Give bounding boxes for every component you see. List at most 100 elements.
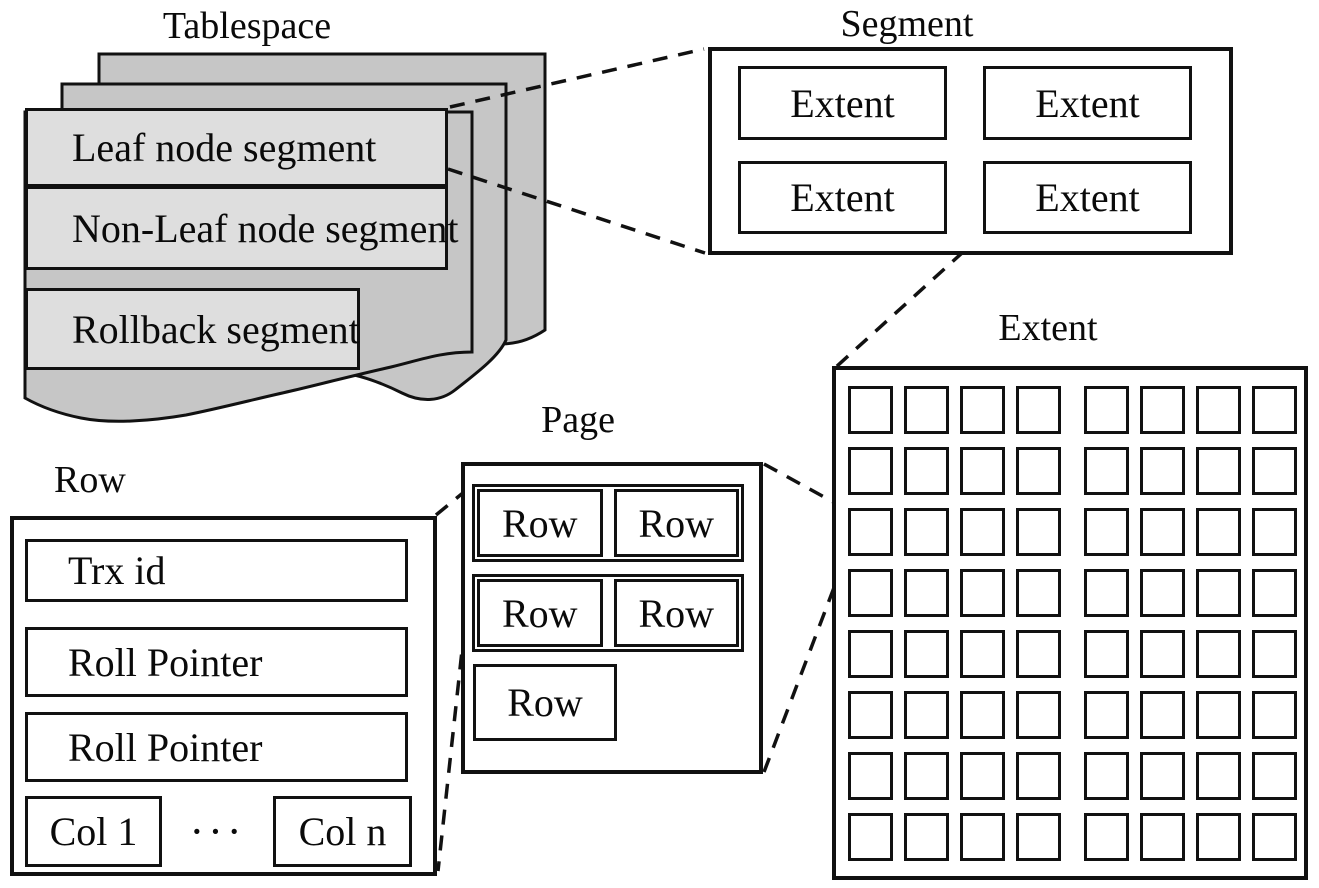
extent-grid-row xyxy=(848,386,1304,434)
row-title: Row xyxy=(54,459,126,501)
page-square xyxy=(1016,691,1061,739)
connector-row-to-page-bottom xyxy=(436,576,472,872)
extent-label: Extent xyxy=(790,175,895,220)
segment-title: Segment xyxy=(840,3,974,45)
segment-extent-cell: Extent xyxy=(738,66,947,140)
page-square xyxy=(1016,630,1061,678)
page-square xyxy=(1016,508,1061,556)
row-label: Row xyxy=(638,590,715,636)
roll-pointer-label: Roll Pointer xyxy=(68,639,263,685)
page-square xyxy=(1140,508,1185,556)
page-row-pair: Row Row xyxy=(472,484,744,562)
extent-grid-row xyxy=(848,569,1304,617)
page-square xyxy=(848,569,893,617)
connector-leafsegment-to-segment-bottom xyxy=(447,167,706,255)
page-square xyxy=(904,569,949,617)
page-square xyxy=(960,813,1005,861)
extent-grid-row xyxy=(848,447,1304,495)
extent-label: Extent xyxy=(1035,80,1140,126)
leaf-node-segment-label: Leaf node segment xyxy=(72,125,377,170)
page-row-pair: Row Row xyxy=(472,574,744,652)
page-square xyxy=(1084,386,1129,434)
page-square xyxy=(904,691,949,739)
page-square xyxy=(1084,569,1129,617)
extent-grid-row xyxy=(848,752,1304,800)
segment-extent-cell: Extent xyxy=(983,66,1192,140)
page-square xyxy=(848,691,893,739)
page-square xyxy=(1140,569,1185,617)
page-square xyxy=(960,569,1005,617)
page-square xyxy=(848,447,893,495)
page-square xyxy=(1016,447,1061,495)
col-n-box: Col n xyxy=(273,796,412,867)
extent-grid-cells xyxy=(836,370,1304,876)
extent-grid-row xyxy=(848,508,1304,556)
row-label: Row xyxy=(507,680,583,725)
page-box: Row Row Row Row Row xyxy=(461,462,763,774)
segment-extent-cell: Extent xyxy=(738,161,947,234)
page-square xyxy=(904,752,949,800)
col-1-box: Col 1 xyxy=(25,796,162,867)
page-square xyxy=(1016,813,1061,861)
row-label: Row xyxy=(501,500,578,546)
page-square xyxy=(1084,813,1129,861)
page-square xyxy=(1196,447,1241,495)
page-row-cell: Row xyxy=(477,489,603,557)
connector-leafsegment-to-segment-top xyxy=(449,47,705,109)
page-square xyxy=(1252,508,1297,556)
tablespace-rollback-segment-bar: Rollback segment xyxy=(25,288,360,370)
col-n-label: Col n xyxy=(298,809,387,854)
page-square xyxy=(904,447,949,495)
roll-pointer-label: Roll Pointer xyxy=(68,724,263,770)
page-square xyxy=(848,813,893,861)
nonleaf-node-segment-label: Non-Leaf node segment xyxy=(72,205,459,251)
segment-extent-cell: Extent xyxy=(983,161,1192,234)
page-square xyxy=(1252,630,1297,678)
page-square xyxy=(1196,813,1241,861)
page-square xyxy=(904,386,949,434)
row-label: Row xyxy=(501,590,578,636)
page-square xyxy=(1252,752,1297,800)
page-square xyxy=(1084,447,1129,495)
page-square xyxy=(1084,508,1129,556)
page-square xyxy=(904,630,949,678)
page-row-cell: Row xyxy=(613,489,739,557)
page-square xyxy=(1196,752,1241,800)
tablespace-leaf-node-segment-bar: Leaf node segment xyxy=(25,108,448,187)
page-square xyxy=(960,630,1005,678)
page-square xyxy=(904,813,949,861)
page-square xyxy=(1196,630,1241,678)
page-square xyxy=(1252,386,1297,434)
extent-label: Extent xyxy=(790,80,895,126)
row-field-roll-pointer-1: Roll Pointer xyxy=(25,627,408,697)
page-square xyxy=(1140,691,1185,739)
page-square xyxy=(1016,752,1061,800)
page-square xyxy=(848,508,893,556)
extent-title: Extent xyxy=(998,307,1098,349)
extent-box xyxy=(832,366,1308,880)
page-row-cell: Row xyxy=(613,579,739,647)
page-square xyxy=(1140,630,1185,678)
extent-grid-row xyxy=(848,691,1304,739)
page-square xyxy=(848,752,893,800)
row-field-roll-pointer-2: Roll Pointer xyxy=(25,712,408,782)
extent-label: Extent xyxy=(1035,175,1140,220)
rollback-segment-label: Rollback segment xyxy=(72,306,360,352)
connector-segment-to-extent xyxy=(834,232,985,369)
page-square xyxy=(1084,630,1129,678)
page-square xyxy=(960,447,1005,495)
page-square xyxy=(1252,447,1297,495)
page-square xyxy=(1140,447,1185,495)
col-1-label: Col 1 xyxy=(49,809,138,854)
page-square xyxy=(1196,386,1241,434)
page-square xyxy=(960,752,1005,800)
row-columns-row: Col 1 ··· Col n xyxy=(25,796,412,867)
page-square xyxy=(1084,691,1129,739)
extent-grid-row xyxy=(848,813,1304,861)
page-square xyxy=(1016,386,1061,434)
page-row-gap xyxy=(603,579,614,647)
page-square xyxy=(1140,386,1185,434)
page-square xyxy=(960,691,1005,739)
page-row-cell: Row xyxy=(477,579,603,647)
